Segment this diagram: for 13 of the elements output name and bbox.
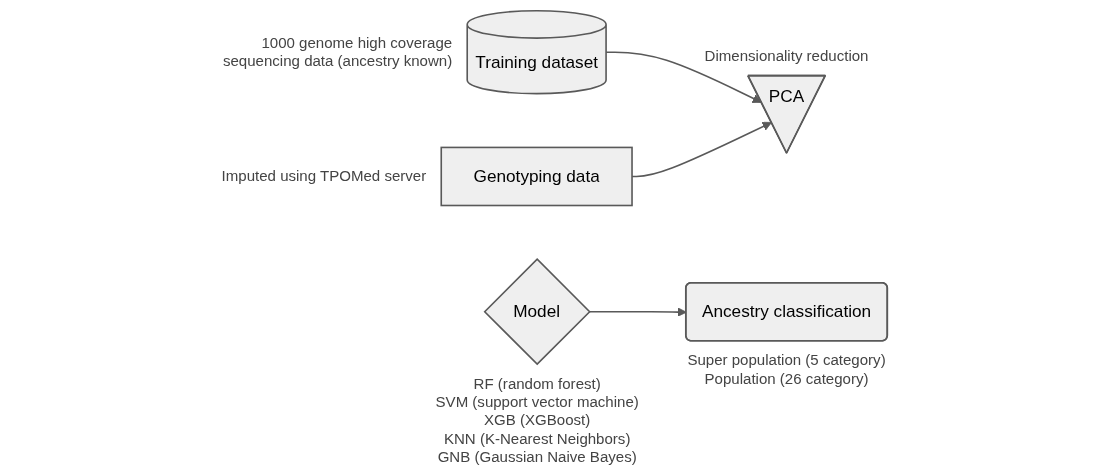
note-text: RF (random forest) (473, 374, 601, 392)
node-box: Genotyping data (440, 146, 633, 207)
note-text: GNB (Gaussian Naive Bayes) (437, 448, 637, 465)
note-text: Imputed using TPOMed server (221, 167, 427, 185)
arrow (605, 51, 762, 103)
note-text: KNN (K-Nearest Neighbors) (443, 429, 631, 447)
note-text: SVM (support vector machine) (435, 393, 639, 411)
note-text: Dimensionality reduction (704, 46, 869, 64)
note-text: 1000 genome high coverage sequencing data (ancestry known) (222, 33, 453, 70)
node-diamond: Model (483, 258, 591, 366)
note-text: Population (26 category) (704, 369, 869, 387)
note-text: XGB (XGBoost) (484, 411, 591, 429)
note-text: Super population (5 category) (687, 351, 886, 369)
